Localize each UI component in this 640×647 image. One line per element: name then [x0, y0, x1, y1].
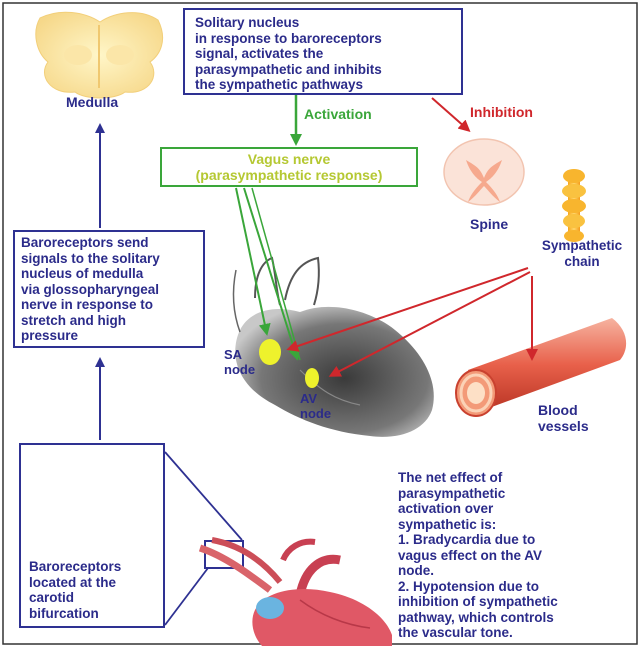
av-node	[305, 368, 319, 388]
solitary-nucleus-box: Solitary nucleus in response to barorece…	[183, 8, 463, 95]
vagus-nerve-box: Vagus nerve (parasympathetic response)	[160, 147, 418, 187]
spine-illustration	[444, 139, 524, 205]
inhibition-arrow	[432, 98, 466, 128]
heart-illustration	[233, 258, 433, 437]
medulla-illustration	[36, 12, 163, 98]
inhibition-label: Inhibition	[470, 104, 533, 120]
carotid-text: Baroreceptors located at the carotid bif…	[29, 559, 121, 621]
medulla-label: Medulla	[66, 94, 118, 110]
sympathetic-chain-illustration	[562, 169, 586, 242]
spine-label: Spine	[470, 216, 508, 232]
net-effect-text: The net effect of parasympathetic activa…	[398, 470, 558, 641]
blood-vessels-label: Blood vessels	[538, 402, 589, 434]
sa-node	[259, 339, 281, 365]
carotid-inset-box: Baroreceptors located at the carotid bif…	[19, 443, 165, 628]
sa-node-label: SA node	[224, 348, 255, 378]
baroreceptor-signal-box: Baroreceptors send signals to the solita…	[13, 230, 205, 348]
activation-label: Activation	[304, 106, 372, 122]
solitary-nucleus-text: Solitary nucleus in response to barorece…	[195, 15, 382, 93]
sympathetic-chain-label: Sympathetic chain	[532, 238, 632, 269]
vagus-nerve-text: Vagus nerve (parasympathetic response)	[162, 151, 416, 183]
baroreceptor-signal-text: Baroreceptors send signals to the solita…	[21, 235, 160, 344]
av-node-label: AV node	[300, 392, 331, 422]
